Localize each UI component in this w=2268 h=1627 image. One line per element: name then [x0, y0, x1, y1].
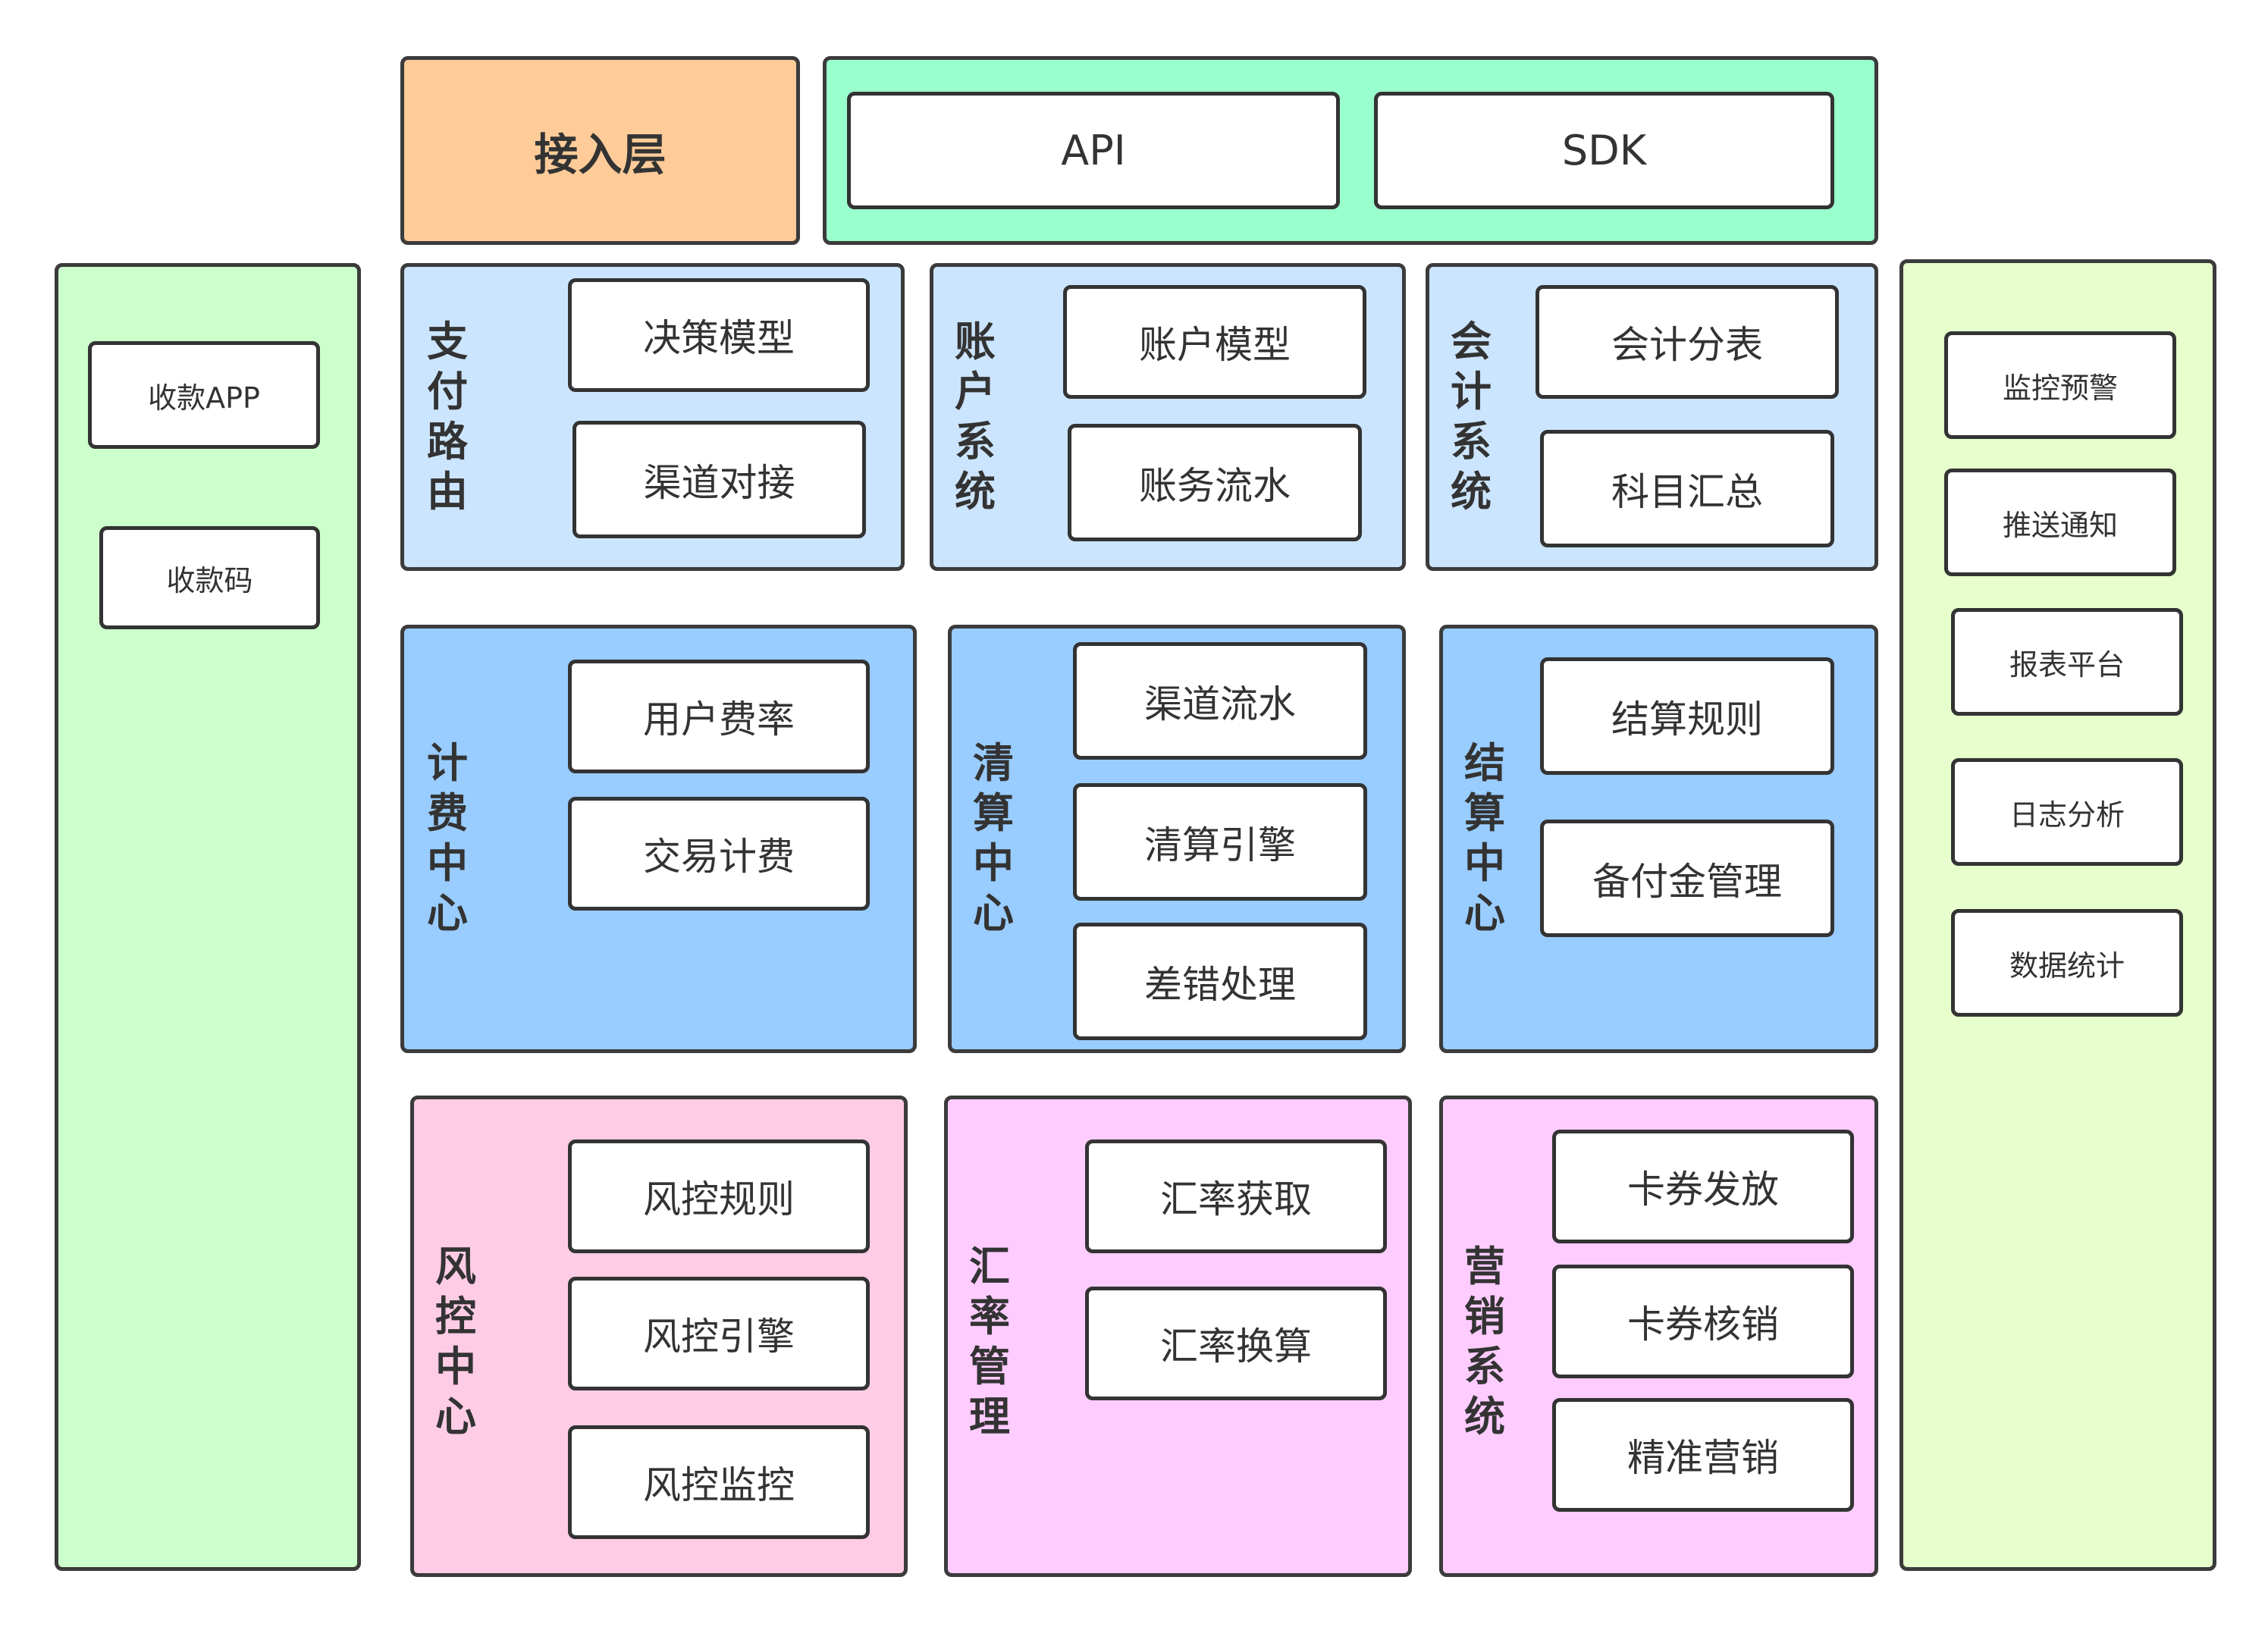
log-analysis-box[interactable]: 日志分析 — [1951, 758, 2183, 866]
risk-rules-box[interactable]: 风控规则 — [568, 1140, 870, 1253]
payment-app-box[interactable]: 收款APP — [88, 341, 320, 449]
channel-docking-box[interactable]: 渠道对接 — [572, 421, 866, 538]
risk-center-panel: 风控中心 风控规则 风控引擎 风控监控 — [410, 1096, 908, 1577]
account-system-title: 账户系统 — [955, 318, 996, 516]
push-notify-box[interactable]: 推送通知 — [1944, 469, 2176, 576]
user-rate-box[interactable]: 用户费率 — [568, 660, 870, 773]
fx-convert-box[interactable]: 汇率换算 — [1085, 1287, 1387, 1400]
transaction-billing-box[interactable]: 交易计费 — [568, 797, 870, 911]
decision-model-box[interactable]: 决策模型 — [568, 278, 870, 392]
precision-marketing-box[interactable]: 精准营销 — [1552, 1398, 1854, 1512]
accounting-system-title: 会计系统 — [1451, 318, 1492, 516]
fx-fetch-box[interactable]: 汇率获取 — [1085, 1140, 1387, 1253]
left-side-panel: 收款APP 收款码 — [55, 263, 361, 1571]
error-handling-box[interactable]: 差错处理 — [1073, 923, 1367, 1040]
payment-code-box[interactable]: 收款码 — [99, 526, 320, 629]
account-system-panel: 账户系统 账户模型 账务流水 — [930, 263, 1406, 571]
subject-summary-box[interactable]: 科目汇总 — [1540, 430, 1834, 547]
fx-management-title: 汇率管理 — [969, 1243, 1010, 1440]
risk-center-title: 风控中心 — [435, 1243, 476, 1440]
channel-flow-box[interactable]: 渠道流水 — [1073, 642, 1367, 760]
billing-center-title: 计费中心 — [427, 739, 468, 937]
accounting-system-panel: 会计系统 会计分表 科目汇总 — [1426, 263, 1878, 571]
settlement-center-panel: 结算中心 结算规则 备付金管理 — [1439, 625, 1878, 1053]
access-band-panel: API SDK — [823, 56, 1878, 245]
account-model-box[interactable]: 账户模型 — [1063, 285, 1366, 399]
access-layer-title: 接入层 — [534, 128, 667, 180]
coupon-redeem-box[interactable]: 卡券核销 — [1552, 1265, 1854, 1378]
settlement-rules-box[interactable]: 结算规则 — [1540, 657, 1834, 775]
fx-management-panel: 汇率管理 汇率获取 汇率换算 — [944, 1096, 1412, 1577]
payment-routing-title: 支付路由 — [427, 318, 468, 516]
clearing-engine-box[interactable]: 清算引擎 — [1073, 783, 1367, 901]
clearing-center-title: 清算中心 — [973, 739, 1014, 937]
sdk-box[interactable]: SDK — [1374, 92, 1834, 209]
right-side-panel: 监控预警 推送通知 报表平台 日志分析 数据统计 — [1899, 259, 2216, 1571]
coupon-issue-box[interactable]: 卡券发放 — [1552, 1130, 1854, 1243]
risk-engine-box[interactable]: 风控引擎 — [568, 1277, 870, 1390]
marketing-system-title: 营销系统 — [1464, 1243, 1505, 1440]
risk-monitor-box[interactable]: 风控监控 — [568, 1425, 870, 1539]
billing-center-panel: 计费中心 用户费率 交易计费 — [400, 625, 917, 1053]
data-stats-box[interactable]: 数据统计 — [1951, 909, 2183, 1017]
api-box[interactable]: API — [847, 92, 1340, 209]
reserve-fund-box[interactable]: 备付金管理 — [1540, 820, 1834, 937]
accounting-sub-table-box[interactable]: 会计分表 — [1536, 285, 1839, 399]
payment-routing-panel: 支付路由 决策模型 渠道对接 — [400, 263, 905, 571]
report-platform-box[interactable]: 报表平台 — [1951, 608, 2183, 716]
clearing-center-panel: 清算中心 渠道流水 清算引擎 差错处理 — [948, 625, 1406, 1053]
monitor-alert-box[interactable]: 监控预警 — [1944, 331, 2176, 439]
access-layer-panel: 接入层 — [400, 56, 800, 245]
account-ledger-box[interactable]: 账务流水 — [1068, 424, 1362, 541]
settlement-center-title: 结算中心 — [1464, 739, 1505, 937]
marketing-system-panel: 营销系统 卡券发放 卡券核销 精准营销 — [1439, 1096, 1878, 1577]
